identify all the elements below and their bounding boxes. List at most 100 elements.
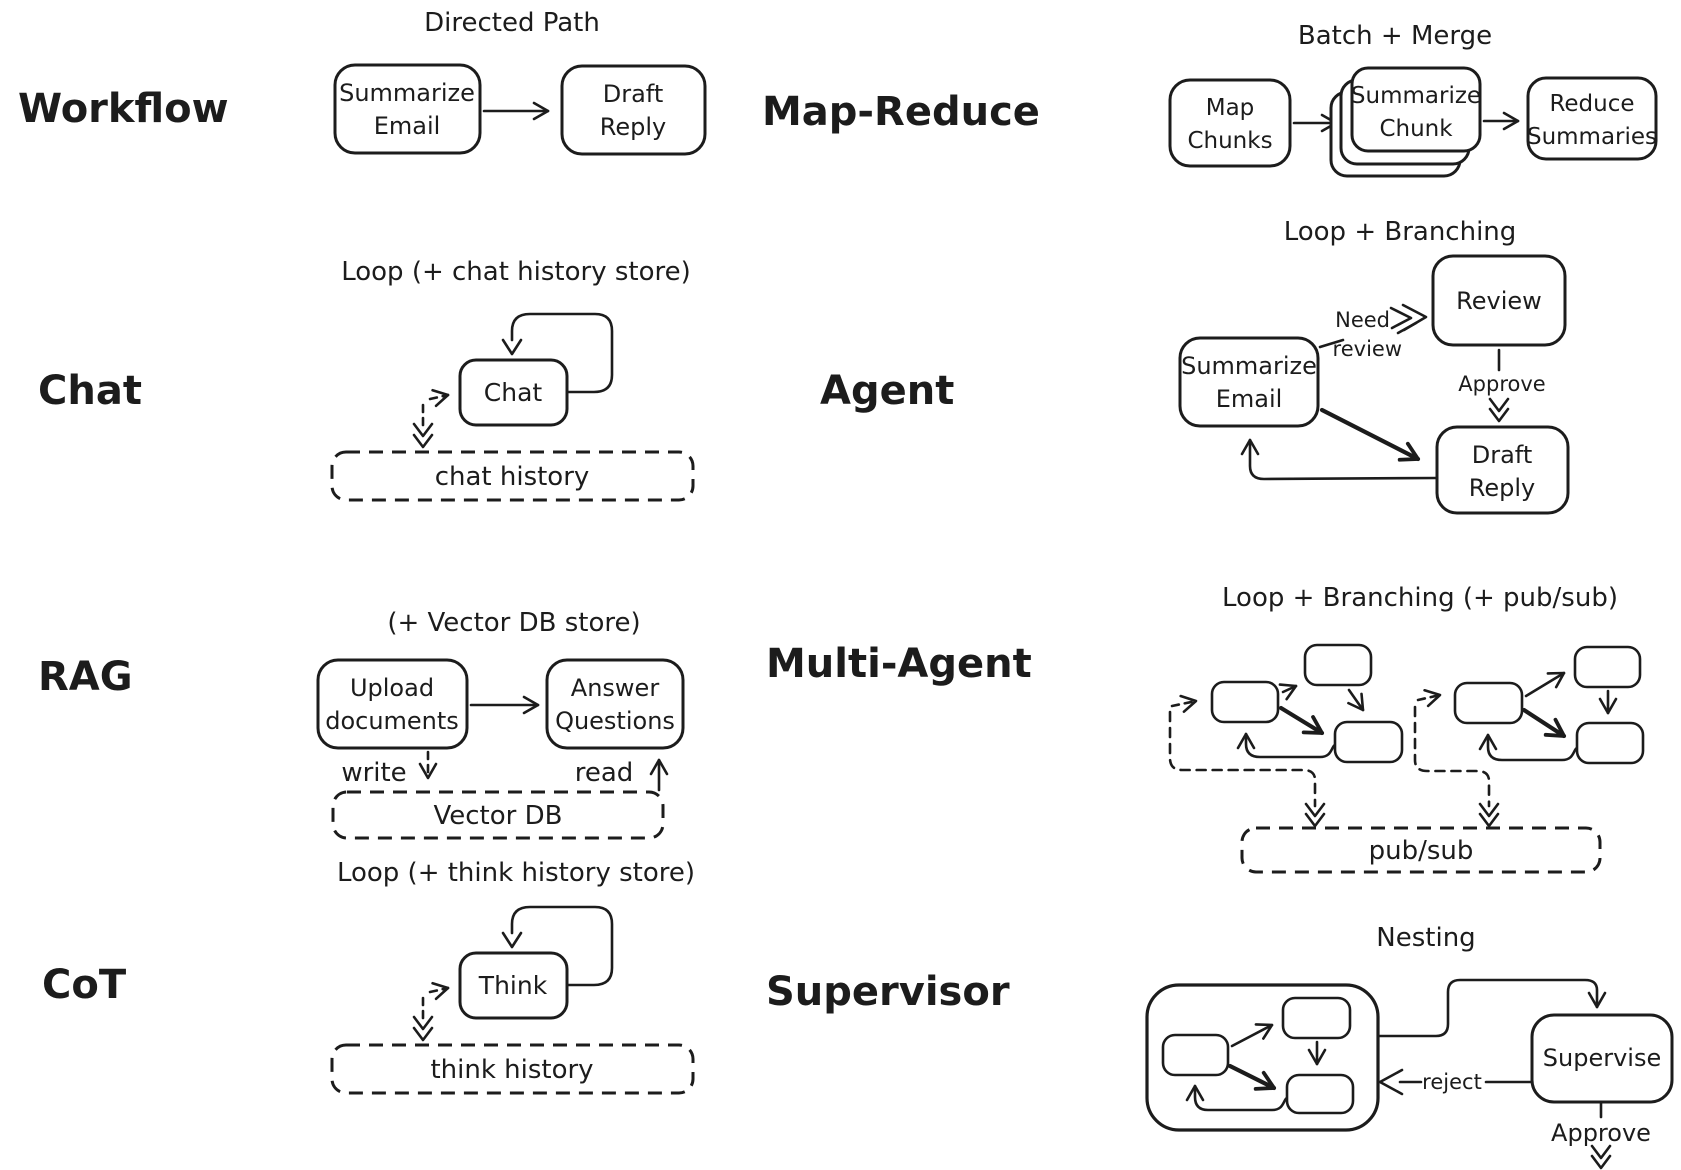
cluster1-down-arrowhead-2 bbox=[1304, 812, 1326, 828]
node-chat bbox=[458, 358, 569, 427]
agent-node bbox=[1575, 721, 1645, 765]
node-upload-line1: Upload bbox=[350, 674, 434, 702]
node-draft-reply bbox=[560, 64, 707, 156]
vector-db-label: Vector DB bbox=[434, 801, 563, 831]
cot-dashed-in-arrow bbox=[428, 981, 450, 1001]
cluster1-dashed-in-arrow bbox=[1170, 694, 1198, 713]
node-supervise-label: Supervise bbox=[1543, 1044, 1661, 1072]
map-reduce-section: Map-Reduce Batch + Merge Map Chunks Summ… bbox=[762, 21, 1658, 178]
node-agent-summarize-email bbox=[1178, 336, 1320, 428]
section-label-supervisor: Supervisor bbox=[766, 969, 1010, 1015]
node-draft-reply-line1: Draft bbox=[603, 80, 664, 108]
cot-section: CoT Loop (+ think history store) Think t… bbox=[42, 858, 695, 1095]
pub-sub-store bbox=[1240, 826, 1602, 874]
agent-node bbox=[1210, 680, 1280, 724]
section-label-rag: RAG bbox=[38, 654, 133, 700]
arrow-draft-back-to-summarize bbox=[1240, 438, 1439, 481]
nested-arrow-left-to-top bbox=[1230, 1023, 1274, 1048]
node-think bbox=[458, 951, 569, 1020]
edge-label-supervisor-approve: Approve bbox=[1551, 1119, 1651, 1147]
node-review-label: Review bbox=[1456, 287, 1542, 315]
supervisor-approve-arrowhead-2 bbox=[1590, 1154, 1612, 1170]
node-summarize-email bbox=[333, 63, 482, 155]
section-label-cot: CoT bbox=[42, 962, 127, 1008]
cluster1-down-arrowhead-1 bbox=[1304, 802, 1326, 818]
arrow-summarize-to-draft-thick bbox=[1319, 407, 1421, 462]
section-label-workflow: Workflow bbox=[18, 86, 229, 132]
cluster2-dashed-down-path bbox=[1413, 705, 1491, 808]
vector-db-store bbox=[331, 790, 665, 840]
nested-loop-arrow bbox=[1185, 1084, 1292, 1112]
chat-down-arrowhead-2 bbox=[412, 433, 434, 449]
need-review-connector-dash bbox=[1318, 338, 1345, 349]
supervisor-title: Nesting bbox=[1376, 923, 1475, 953]
chat-loop-arrow bbox=[510, 312, 614, 394]
agent-cluster-2 bbox=[1413, 645, 1645, 828]
workflow-section: Workflow Directed Path Summarize Email D… bbox=[18, 8, 707, 156]
cluster1-arrow-left-to-bottom-thick bbox=[1278, 705, 1325, 736]
think-history-label: think history bbox=[430, 1055, 593, 1085]
approve-arrowhead-1 bbox=[1488, 397, 1510, 413]
chat-section: Chat Loop (+ chat history store) Chat ch… bbox=[38, 257, 695, 502]
nested-agent-cluster bbox=[1161, 996, 1355, 1115]
node-map-chunks-line1: Map bbox=[1206, 95, 1255, 121]
section-label-agent: Agent bbox=[820, 368, 954, 414]
agent-section: Agent Loop + Branching Review Summarize … bbox=[820, 217, 1570, 515]
approve-arrowhead-2 bbox=[1488, 407, 1510, 423]
agent-node bbox=[1285, 1073, 1355, 1115]
node-summarize-email-line1: Summarize bbox=[339, 79, 475, 107]
think-history-store bbox=[330, 1043, 695, 1095]
node-map-chunks-line2: Chunks bbox=[1187, 128, 1272, 154]
map-reduce-title: Batch + Merge bbox=[1298, 21, 1492, 51]
node-draft-reply-line2: Reply bbox=[600, 113, 666, 141]
chat-title: Loop (+ chat history store) bbox=[341, 257, 691, 287]
edge-label-need: Need bbox=[1335, 308, 1390, 332]
cluster2-loop-arrow bbox=[1478, 733, 1582, 762]
node-upload-line2: documents bbox=[325, 707, 459, 735]
agent-node bbox=[1573, 645, 1642, 689]
node-summarize-chunk-line1: Summarize bbox=[1351, 83, 1481, 109]
cluster2-down-arrowhead-2 bbox=[1478, 812, 1500, 828]
chat-dashed-in-arrow bbox=[428, 388, 450, 408]
node-answer-line2: Questions bbox=[555, 707, 675, 735]
node-chat-label: Chat bbox=[484, 378, 543, 407]
arrow-container-to-supervise bbox=[1376, 978, 1607, 1038]
cluster2-arrow-left-to-top bbox=[1524, 671, 1566, 698]
node-agent-draft-reply bbox=[1435, 425, 1570, 515]
cluster1-arrow-top-to-bottom bbox=[1347, 688, 1365, 712]
cluster2-dashed-in-arrow bbox=[1416, 689, 1442, 708]
edge-label-read: read bbox=[575, 758, 634, 788]
section-label-multi-agent: Multi-Agent bbox=[766, 641, 1032, 687]
cluster1-dashed-down-path bbox=[1168, 710, 1317, 808]
agent-node bbox=[1281, 996, 1352, 1040]
cluster1-loop-arrow bbox=[1236, 732, 1340, 759]
cot-down-arrowhead-2 bbox=[412, 1026, 434, 1042]
chat-down-arrowhead-1 bbox=[412, 422, 434, 438]
nested-arrow-left-to-bottom-thick bbox=[1227, 1063, 1277, 1091]
section-label-map-reduce: Map-Reduce bbox=[762, 89, 1040, 135]
section-label-chat: Chat bbox=[38, 368, 142, 414]
need-review-arrowhead-1 bbox=[1401, 303, 1428, 332]
node-think-label: Think bbox=[478, 971, 548, 1000]
need-review-arrowhead-2 bbox=[1389, 306, 1413, 330]
multi-agent-section: Multi-Agent Loop + Branching (+ pub/sub) bbox=[766, 583, 1645, 874]
cot-loop-arrowhead bbox=[501, 931, 523, 949]
agent-node bbox=[1333, 720, 1404, 764]
reject-arrowhead bbox=[1378, 1068, 1404, 1096]
node-answer-line1: Answer bbox=[571, 674, 660, 702]
edge-label-review: review bbox=[1333, 337, 1402, 361]
agent-node bbox=[1161, 1033, 1230, 1077]
agent-cluster-1 bbox=[1168, 643, 1404, 828]
node-upload-documents bbox=[316, 658, 469, 750]
cot-down-arrowhead-1 bbox=[412, 1015, 434, 1031]
chat-history-label: chat history bbox=[435, 462, 590, 492]
chat-loop-arrowhead bbox=[501, 338, 523, 356]
node-summarize-email-line2: Email bbox=[374, 112, 441, 140]
node-summarize-chunk-line2: Chunk bbox=[1379, 116, 1453, 142]
pub-sub-label: pub/sub bbox=[1369, 836, 1474, 866]
cluster1-arrow-left-to-top bbox=[1278, 683, 1298, 701]
multi-agent-title: Loop + Branching (+ pub/sub) bbox=[1222, 583, 1618, 613]
rag-title: (+ Vector DB store) bbox=[387, 608, 640, 638]
